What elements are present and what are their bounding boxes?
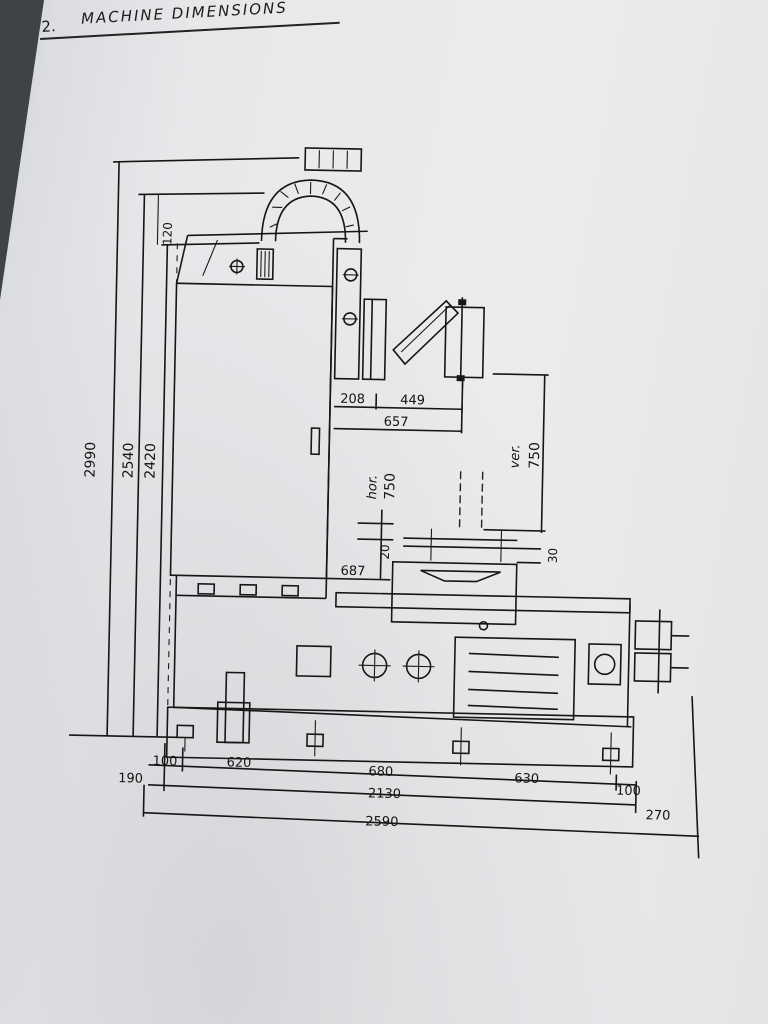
base-d3-label: 680 <box>368 764 393 780</box>
spindle-total-label: 657 <box>384 415 409 431</box>
left-gap-label: 20 <box>378 544 392 560</box>
spindle-reach-label: 449 <box>400 393 425 409</box>
horizontal-travel-label: 750 <box>382 473 399 500</box>
vertical-travel-label: 750 <box>527 442 544 469</box>
base-d4-label: 630 <box>514 771 539 787</box>
height-top-label: 120 <box>160 222 174 245</box>
height-total-label: 2990 <box>82 442 99 478</box>
base-d5-label: 100 <box>616 784 641 800</box>
height-mid-label: 2540 <box>120 442 137 478</box>
base-dimensions <box>142 696 700 859</box>
base-right-offset-label: 270 <box>645 808 670 824</box>
work-table <box>326 471 542 626</box>
base-d2-label: 620 <box>226 755 251 771</box>
height-dimensions <box>69 156 300 739</box>
spindle-offset-label: 208 <box>340 392 365 408</box>
horizontal-travel-title: hor. <box>365 475 381 500</box>
base-overall-label: 2590 <box>365 814 398 830</box>
spindle-dimensions <box>333 373 549 533</box>
vertical-travel-title: ver. <box>508 444 523 468</box>
right-gap-label: 30 <box>546 548 560 564</box>
table-offset-label: 687 <box>340 564 365 580</box>
base-left-offset-label: 190 <box>118 771 143 787</box>
column-body <box>169 147 368 599</box>
height-body-label: 2420 <box>142 443 159 479</box>
base-bed-label: 2130 <box>368 786 401 802</box>
machine-base <box>165 575 690 775</box>
spindle-head <box>361 297 485 434</box>
dimension-labels: 2990 2540 2420 120 208 449 657 ver. 750 … <box>82 222 670 830</box>
base-d1-label: 100 <box>152 754 177 770</box>
